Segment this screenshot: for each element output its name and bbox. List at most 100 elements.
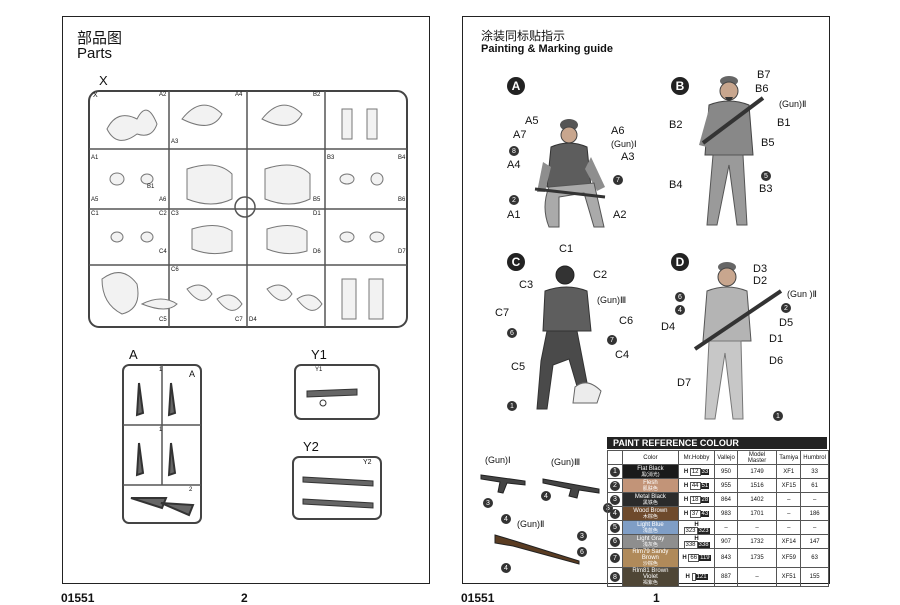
callout: C3: [519, 279, 534, 291]
model-master-cell: 1516: [736, 478, 778, 493]
color-name: Rlm81 Brown Violet: [632, 568, 669, 580]
part-label: D4: [249, 317, 257, 323]
callout: A7: [513, 129, 527, 141]
hobby-code: 323: [683, 526, 698, 535]
h-prefix: H: [683, 468, 689, 475]
sprue-y2-corner: Y2: [363, 459, 372, 466]
painting-title-cn: 涂装同标贴指示: [481, 29, 566, 43]
left-page-number: 2: [241, 591, 248, 605]
painting-title-en: Painting & Marking guide: [481, 43, 614, 55]
model-master-cell: 1701: [736, 506, 778, 521]
part-label: D1: [313, 211, 321, 217]
callout: B7: [757, 69, 771, 81]
hobby-code: [691, 573, 696, 581]
part-label: A5: [91, 197, 99, 203]
parts-title-cn: 部品图: [77, 29, 123, 47]
paint-reference-table: Color Mr.Hobby Vallejo Model Master Tami…: [607, 450, 829, 587]
paint-number: 3: [577, 531, 587, 541]
humbrol-cell: –: [800, 520, 829, 535]
paint-number: 6: [675, 292, 685, 302]
gun-3-icon: [542, 478, 600, 499]
part-label: 2: [189, 487, 193, 493]
figure-a-badge: A: [507, 77, 525, 95]
vallejo-cell: –: [714, 520, 738, 535]
part-label: A6: [159, 197, 167, 203]
hobby-code: 18: [689, 495, 701, 504]
vallejo-cell: 907: [714, 534, 738, 549]
callout: B2: [669, 119, 683, 131]
hobby-code-2: 121: [695, 574, 708, 580]
callout: C5: [511, 361, 526, 373]
humbrol-cell: –: [800, 492, 829, 507]
tamiya-cell: –: [776, 506, 802, 521]
hobby-code: 44: [689, 481, 701, 490]
gun-callout: (Gun )Ⅱ: [787, 289, 817, 299]
callout: A2: [613, 209, 627, 221]
paint-number: 1: [507, 401, 517, 411]
paint-number: 4: [541, 491, 551, 501]
color-name-cn: 沙棕色: [642, 561, 658, 567]
paint-number: 1: [610, 466, 620, 477]
color-name: Rlm79 Sandy Brown: [632, 549, 669, 561]
figure-d-badge: D: [671, 253, 689, 271]
callout: B1: [777, 117, 791, 129]
col-header: [607, 450, 623, 465]
hobby-code-2: 51: [700, 482, 710, 489]
model-master-cell: 1732: [736, 534, 778, 549]
tamiya-cell: XF1: [776, 464, 802, 479]
color-name-cn: 褐紫色: [642, 580, 658, 586]
part-label: 1: [159, 427, 163, 433]
sprue-a-corner: A: [189, 369, 196, 379]
part-label: A3: [171, 139, 179, 145]
paint-number: 4: [501, 563, 511, 573]
color-name: Metal Black: [634, 493, 666, 500]
paint-number: 7: [613, 175, 623, 185]
callout: A1: [507, 209, 521, 221]
sprue-y1-corner: Y1: [315, 367, 323, 373]
vallejo-cell: 843: [714, 548, 738, 568]
color-name: Light Gray: [636, 535, 665, 542]
part-label: C5: [159, 317, 167, 323]
callout: D7: [677, 377, 692, 389]
callout: D4: [661, 321, 676, 333]
callout: C4: [615, 349, 630, 361]
paint-number: 4: [610, 508, 620, 519]
part-label: C6: [171, 267, 179, 273]
sprue-a-frame: [122, 364, 202, 524]
callout: A5: [525, 115, 539, 127]
gun-label: (Gun)Ⅰ: [485, 455, 511, 465]
color-name: Flesh: [643, 479, 658, 486]
col-header: Vallejo: [714, 450, 738, 465]
color-name-cn: 木棕色: [642, 513, 658, 520]
callout: D3: [753, 263, 768, 275]
hobby-code-2: 338: [697, 541, 710, 548]
tamiya-cell: XF14: [776, 534, 802, 549]
model-master-cell: 1402: [736, 492, 778, 507]
col-header: Humbrol: [800, 450, 829, 465]
hobby-code: 338: [683, 540, 698, 549]
gun-callout: (Gun)Ⅱ: [779, 99, 807, 109]
callout: A6: [611, 125, 625, 137]
hobby-code-2: 119: [699, 555, 711, 561]
part-label: 1: [159, 367, 163, 373]
callout: A4: [507, 159, 521, 171]
humbrol-cell: 61: [800, 478, 829, 493]
part-label: C4: [159, 249, 167, 255]
gun-label: (Gun)Ⅲ: [551, 457, 581, 467]
row-number: 5: [607, 520, 623, 535]
right-page-number: 1: [653, 591, 660, 605]
part-label: B6: [398, 197, 406, 203]
sprue-y1-frame: [294, 364, 380, 420]
tamiya-cell: XF59: [776, 548, 802, 568]
